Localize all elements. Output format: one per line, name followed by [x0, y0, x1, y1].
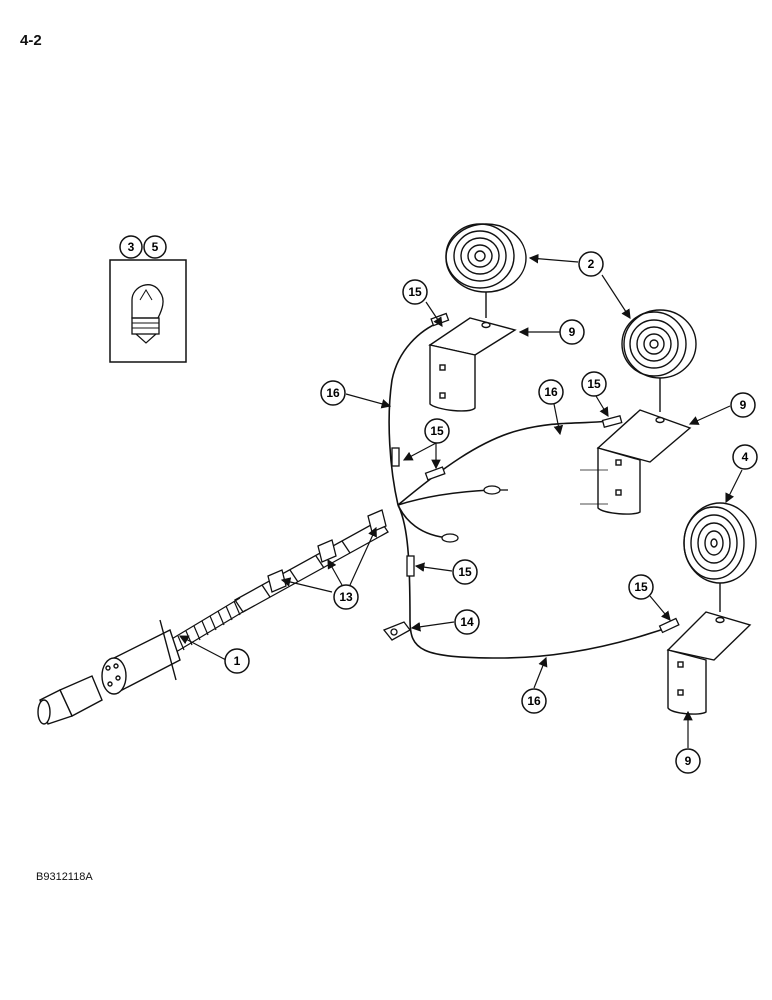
- callout-16-bottom: 16: [521, 688, 547, 714]
- leader-lines: [178, 253, 743, 748]
- bracket-lower: [666, 611, 752, 715]
- callout-13-label: 13: [339, 590, 353, 604]
- callout-16-mid: 16: [538, 379, 564, 405]
- callout-9-top: 9: [559, 319, 585, 345]
- callout-16-mid-label: 16: [544, 385, 558, 399]
- callout-2: 2: [578, 251, 604, 277]
- lamp-top: [445, 223, 527, 318]
- page-number: 4-2: [20, 32, 42, 49]
- bulb-callout-3-label: 3: [128, 240, 135, 254]
- callout-1: 1: [224, 648, 250, 674]
- callout-2-label: 2: [588, 257, 595, 271]
- callout-15-mid: 15: [581, 371, 607, 397]
- callout-9-bottom: 9: [675, 748, 701, 774]
- callout-4: 4: [732, 444, 758, 470]
- bulb-callout-5-label: 5: [152, 240, 159, 254]
- callout-13: 13: [333, 584, 359, 610]
- callout-14-label: 14: [460, 615, 474, 629]
- bulb-callout-3: 3: [119, 235, 143, 259]
- lamp-lower: [683, 502, 757, 612]
- bracket-middle: [580, 409, 692, 515]
- bulb-callout-5: 5: [143, 235, 167, 259]
- callout-15-lower: 15: [628, 574, 654, 600]
- ground-terminal: [382, 621, 411, 641]
- harness-tube: [234, 519, 389, 613]
- callout-16-left-label: 16: [326, 386, 340, 400]
- bulb-inset: [109, 259, 187, 363]
- lamp-middle: [621, 309, 697, 412]
- callout-15-lower-label: 15: [634, 580, 648, 594]
- bracket-top: [428, 317, 517, 412]
- spring-guard: [169, 597, 247, 653]
- callout-15-wire-label: 15: [458, 565, 472, 579]
- callout-15-wire: 15: [452, 559, 478, 585]
- callout-15-mid-label: 15: [587, 377, 601, 391]
- callout-14: 14: [454, 609, 480, 635]
- callout-15-center-label: 15: [430, 424, 444, 438]
- callout-9-mid: 9: [730, 392, 756, 418]
- callout-1-label: 1: [234, 654, 241, 668]
- cable-clips: [267, 509, 387, 593]
- figure-code: B9312118A: [36, 871, 93, 883]
- trailer-plug: [37, 619, 181, 725]
- callout-16-bottom-label: 16: [527, 694, 541, 708]
- callout-16-left: 16: [320, 380, 346, 406]
- callout-15-top-label: 15: [408, 285, 422, 299]
- callout-4-label: 4: [742, 450, 749, 464]
- callout-9-mid-label: 9: [740, 398, 747, 412]
- callout-15-top: 15: [402, 279, 428, 305]
- callout-15-center: 15: [424, 418, 450, 444]
- callout-9-bottom-label: 9: [685, 754, 692, 768]
- callout-9-top-label: 9: [569, 325, 576, 339]
